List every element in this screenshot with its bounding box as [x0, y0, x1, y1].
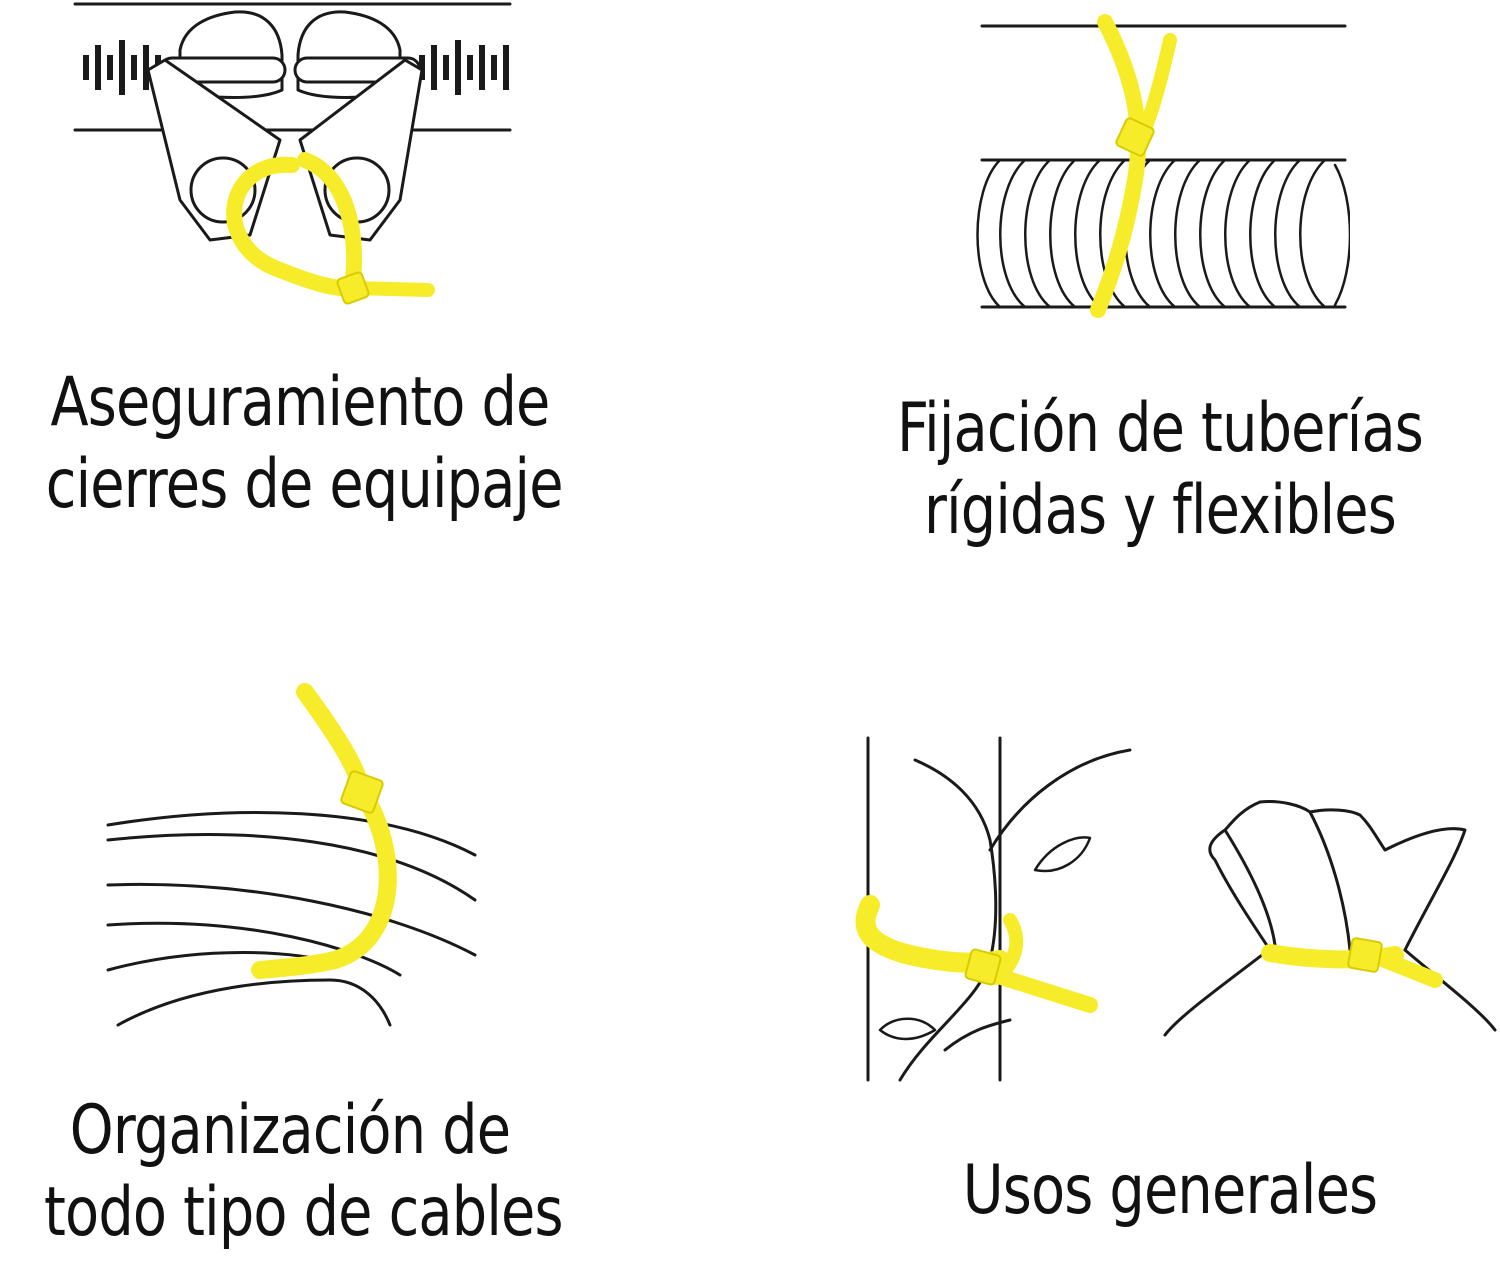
- caption-cables: Organización de todo tipo de cables: [44, 1090, 564, 1253]
- caption-cables-line1: Organización de: [69, 1091, 511, 1170]
- cable-bundle-icon: [106, 683, 477, 1027]
- caption-cables-line2: todo tipo de cables: [44, 1172, 564, 1252]
- caption-luggage: Aseguramiento de cierres de equipaje: [45, 362, 564, 525]
- caption-general-line1: Usos generales: [962, 1151, 1378, 1230]
- caption-pipes-line2: rígidas y flexibles: [924, 470, 1397, 550]
- panel-pipes: Fijación de tuberías rígidas y flexibles: [820, 0, 1500, 580]
- tied-bag-icon: [1163, 800, 1497, 1037]
- caption-general: Usos generales: [883, 1150, 1457, 1232]
- panel-luggage: Aseguramiento de cierres de equipaje: [0, 0, 600, 580]
- caption-pipes-line1: Fijación de tuberías: [896, 389, 1424, 468]
- corrugated-pipe-icon: [976, 14, 1350, 318]
- caption-pipes: Fijación de tuberías rígidas y flexibles: [881, 388, 1439, 551]
- caption-luggage-line1: Aseguramiento de: [50, 363, 550, 442]
- panel-cables: Organización de todo tipo de cables: [0, 660, 600, 1279]
- plant-stake-icon: [855, 736, 1132, 1082]
- panel-general: Usos generales: [820, 660, 1500, 1279]
- luggage-zipper-icon: [73, 2, 512, 305]
- caption-luggage-line2: cierres de equipaje: [45, 444, 564, 524]
